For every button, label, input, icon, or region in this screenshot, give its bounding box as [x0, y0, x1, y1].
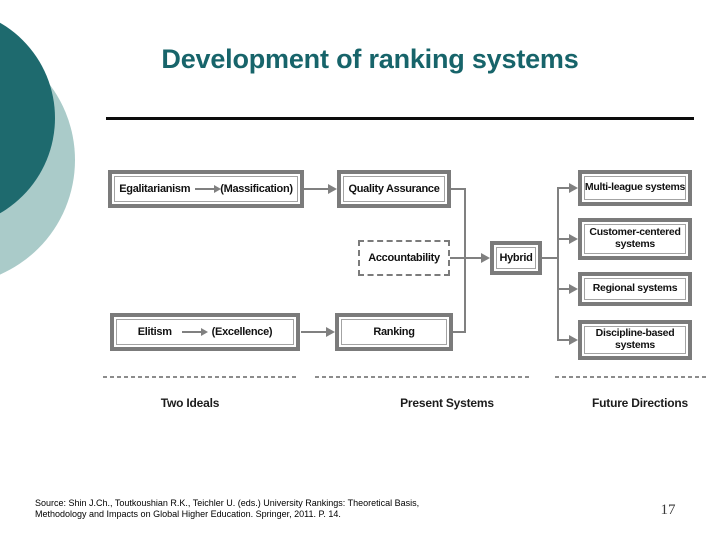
page-number: 17 [660, 502, 676, 518]
ranking-label: Ranking [373, 325, 415, 338]
regional-systems-box: Regional systems [578, 272, 692, 306]
source-citation: Source: Shin J.Ch., Toutkoushian R.K., T… [35, 498, 485, 520]
arrowhead-icon [481, 253, 490, 263]
arrowhead-icon [569, 284, 578, 294]
regional-systems-label: Regional systems [592, 282, 678, 295]
massification-label: (Massification) [220, 182, 293, 195]
connector-fan-stub [557, 238, 571, 240]
separator-dashed-line [555, 376, 707, 378]
quality-assurance-box: Quality Assurance [337, 170, 451, 208]
accountability-box: Accountability [358, 240, 450, 276]
customer-centered-systems-label: Customer-centered systems [589, 226, 681, 250]
arrowhead-icon [569, 335, 578, 345]
multi-league-systems-box: Multi-league systems [578, 170, 692, 206]
connector-fan-stub [557, 339, 571, 341]
connector-accountability-hybrid [450, 257, 483, 259]
slide-title: Development of ranking systems [161, 44, 579, 74]
quality-assurance-label: Quality Assurance [348, 182, 440, 195]
column-label-two-ideals: Two Ideals [160, 396, 220, 410]
multi-league-systems-label: Multi-league systems [584, 181, 686, 194]
connector-ranking-stub [453, 331, 466, 333]
arrowhead-icon [326, 327, 335, 337]
egalitarianism-box: Egalitarianism (Massification) [108, 170, 304, 208]
connector-merge-vertical [464, 188, 466, 333]
connector-hybrid-stub [542, 257, 559, 259]
connector-qa-stub [451, 188, 466, 190]
arrowhead-icon [328, 184, 337, 194]
separator-dashed-line [315, 376, 532, 378]
customer-centered-systems-box: Customer-centered systems [578, 218, 692, 260]
connector-egalitarianism-qa [304, 188, 330, 190]
excellence-label: (Excellence) [211, 325, 273, 338]
source-line-1: Source: Shin J.Ch., Toutkoushian R.K., T… [35, 498, 420, 508]
separator-dashed-line [103, 376, 298, 378]
connector-elitism-ranking [301, 331, 328, 333]
hybrid-box: Hybrid [490, 241, 542, 275]
elitism-label: Elitism [137, 325, 172, 338]
accountability-label: Accountability [368, 251, 440, 264]
discipline-based-systems-label: Discipline-based systems [595, 327, 675, 351]
ranking-box: Ranking [335, 313, 453, 351]
connector-fan-stub [557, 288, 571, 290]
discipline-based-systems-box: Discipline-based systems [578, 320, 692, 360]
hybrid-label: Hybrid [499, 251, 533, 264]
column-label-present-systems: Present Systems [400, 396, 494, 410]
egalitarianism-label: Egalitarianism [119, 182, 191, 195]
arrowhead-icon [569, 234, 578, 244]
right-arrow-icon [195, 185, 222, 193]
elitism-box: Elitism (Excellence) [110, 313, 300, 351]
right-arrow-icon [181, 328, 208, 336]
connector-fan-vertical [557, 187, 559, 341]
title-underline [106, 117, 694, 120]
connector-fan-stub [557, 187, 571, 189]
arrowhead-icon [569, 183, 578, 193]
column-label-future-directions: Future Directions [592, 396, 688, 410]
source-line-2: Methodology and Impacts on Global Higher… [35, 509, 341, 519]
